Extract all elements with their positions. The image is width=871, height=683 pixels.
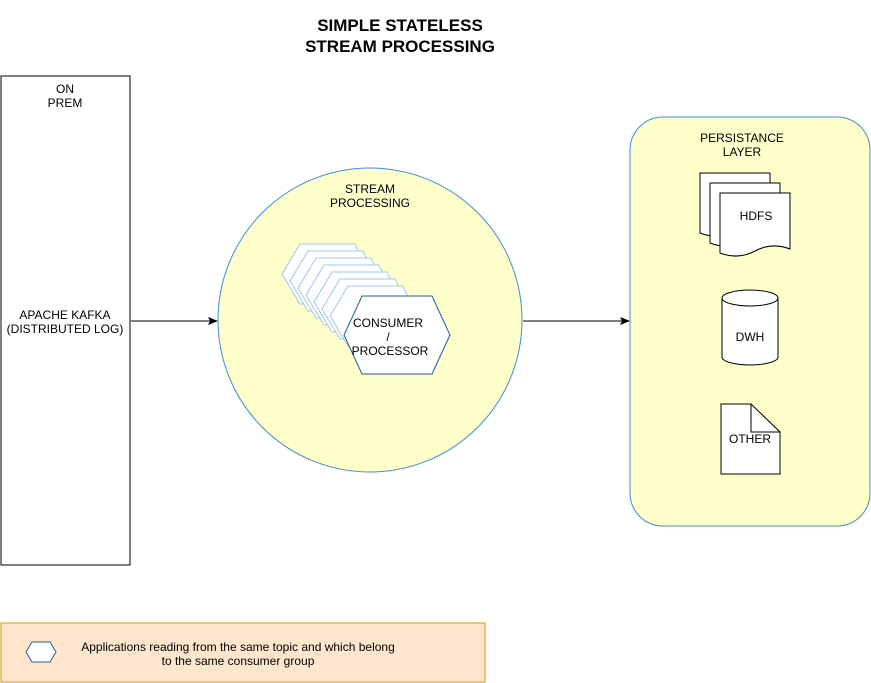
consumer-processor-hexagon[interactable] bbox=[343, 295, 451, 375]
consumer-label-line1: CONSUMER bbox=[353, 316, 423, 330]
on-prem-box[interactable] bbox=[0, 75, 131, 566]
on-prem-label-line1: ON bbox=[56, 82, 74, 96]
consumer-label-line2: / bbox=[386, 330, 390, 344]
consumer-hexagon-stack[interactable]: CONSUMER / PROCESSOR bbox=[281, 243, 451, 375]
dwh-database-icon[interactable]: DWH bbox=[721, 289, 779, 366]
legend-text-line1: Applications reading from the same topic… bbox=[81, 640, 395, 654]
diagram-title-line1: SIMPLE STATELESS bbox=[317, 16, 483, 35]
on-prem-label-line2: PREM bbox=[48, 96, 83, 110]
legend-text-line2: to the same consumer group bbox=[162, 654, 315, 668]
other-document-icon[interactable]: OTHER bbox=[720, 403, 781, 475]
consumer-label-line3: PROCESSOR bbox=[352, 344, 429, 358]
dwh-label: DWH bbox=[736, 330, 765, 344]
hdfs-documents-icon[interactable]: HDFS bbox=[699, 172, 791, 257]
persistance-label-line2: LAYER bbox=[723, 145, 762, 159]
other-label: OTHER bbox=[729, 432, 771, 446]
hdfs-label: HDFS bbox=[740, 209, 773, 223]
kafka-label-line1: APACHE KAFKA bbox=[19, 308, 110, 322]
stream-processing-label-line1: STREAM bbox=[345, 182, 395, 196]
persistance-label-line1: PERSISTANCE bbox=[700, 131, 784, 145]
legend-hexagon-icon bbox=[25, 641, 57, 663]
diagram-title-line2: STREAM PROCESSING bbox=[305, 37, 495, 56]
stream-processing-label-line2: PROCESSING bbox=[330, 196, 410, 210]
legend-box bbox=[0, 622, 486, 683]
kafka-label-line2: (DISTRIBUTED LOG) bbox=[7, 322, 124, 336]
